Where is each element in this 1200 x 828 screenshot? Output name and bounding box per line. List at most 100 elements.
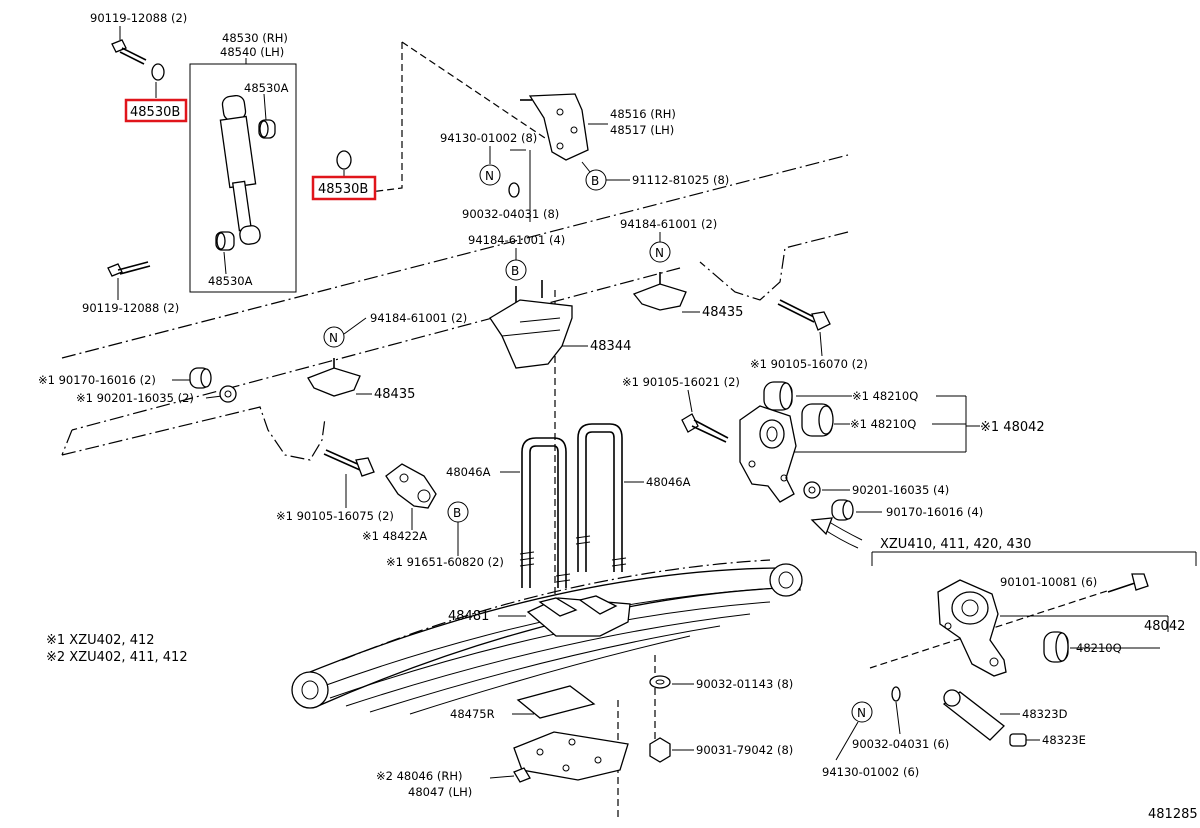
- diagram-number: 481285: [1148, 807, 1198, 822]
- highlight-label-2: 48530B: [318, 182, 368, 197]
- plate-48422a-label: ※1 48422A: [362, 529, 427, 543]
- bushing-48210q-b-icon: [1043, 631, 1069, 663]
- bushing-90170-l-label: ※1 90170-16016 (2): [38, 373, 156, 387]
- letter-n-circle: [323, 326, 345, 348]
- bushing-48210q-b-label: 48210Q: [1076, 641, 1122, 655]
- washer-90032-01143-label: 90032-01143 (8): [696, 677, 793, 691]
- bolt-90105-16070-label: ※1 90105-16070 (2): [750, 357, 868, 371]
- bolt-90105-16021-label: ※1 90105-16021 (2): [622, 375, 740, 389]
- bushing-a-bottom-icon: [215, 231, 235, 251]
- letter-b-1: B: [591, 174, 599, 188]
- washer-90201-r-label: 90201-16035 (4): [852, 483, 949, 497]
- plate-48422a-icon: [385, 463, 437, 509]
- bushing-48210q-1-label: ※1 48210Q: [852, 389, 918, 403]
- washer-90032-label: 90032-04031 (8): [462, 207, 559, 221]
- shackle-48042-icon: [739, 405, 797, 503]
- bolt-90105-16021-icon: [681, 413, 729, 443]
- highlight-48530b-2[interactable]: 48530B: [311, 175, 377, 201]
- shackle-48042-label: ※1 48042: [980, 420, 1045, 435]
- letter-n-circle: [851, 701, 873, 723]
- pad-48475r-label: 48475R: [450, 707, 495, 721]
- ubolt-l-label: 48046A: [446, 465, 491, 479]
- letter-b-circle: [505, 259, 527, 281]
- bolt-bottom-label: 90119-12088 (2): [82, 301, 179, 315]
- bolt-top-icon: [111, 39, 147, 65]
- bump-stopper-48435-r-icon: [632, 272, 687, 311]
- letter-n-2: N: [655, 246, 664, 260]
- nut-94130-b-label: 94130-01002 (6): [822, 765, 919, 779]
- shock-a-bottom-label: 48530A: [208, 274, 253, 288]
- grease-48323e-icon: [1009, 733, 1027, 747]
- note-2: ※2 XZU402, 411, 412: [46, 650, 188, 665]
- letter-n-circle: [479, 164, 501, 186]
- letter-n-circle: [649, 241, 671, 263]
- highlight-label-1: 48530B: [130, 105, 180, 120]
- nut-mid-94184-label: 94184-61001 (2): [370, 311, 467, 325]
- seat-lh-label: 48047 (LH): [408, 785, 472, 799]
- grease-48323e-label: 48323E: [1042, 733, 1086, 747]
- bushing-48210q-1-icon: [763, 381, 793, 411]
- spring-seat-icon: [513, 731, 629, 783]
- washer-icon: [508, 182, 520, 198]
- washer-icon: [803, 481, 821, 499]
- nut-91651-label: ※1 91651-60820 (2): [386, 555, 504, 569]
- bump-stopper-48435-l-icon: [307, 358, 361, 397]
- letter-n-3: N: [329, 331, 338, 345]
- ubolt-r-label: 48046A: [646, 475, 691, 489]
- washer-90032-b-label: 90032-04031 (6): [852, 737, 949, 751]
- bolt-90105-16070-icon: [777, 299, 831, 331]
- bump-stopper-48344-icon: [489, 280, 573, 369]
- nut-90031-label: 90031-79042 (8): [696, 743, 793, 757]
- shock-rh-label: 48530 (RH): [222, 31, 288, 45]
- nut-90031-icon: [649, 737, 671, 763]
- bushing-48210q-2-icon: [801, 403, 834, 437]
- pad-48481-label: 48481: [448, 609, 489, 624]
- nut-94130-label: 94130-01002 (8): [440, 131, 537, 145]
- shock-absorber-icon: [219, 94, 261, 245]
- bolt-91112-label: 91112-81025 (8): [632, 173, 729, 187]
- seat-rh-label: ※2 48046 (RH): [376, 769, 462, 783]
- shock-absorber-box: 48530 (RH) 48540 (LH) 48530A 48530A: [189, 31, 297, 293]
- bolt-90105-16075-icon: [323, 449, 375, 477]
- shock-lh-label: 48540 (LH): [220, 45, 284, 59]
- shackle-48042-b-icon: [937, 579, 1007, 677]
- bolt-top-label: 90119-12088 (2): [90, 11, 187, 25]
- bumper-48435-r-label: 48435: [702, 305, 743, 320]
- letter-b-2: B: [511, 264, 519, 278]
- bolt-bottom-icon: [107, 261, 151, 277]
- letter-n-4: N: [857, 706, 866, 720]
- ubolt-r-icon: [575, 423, 627, 572]
- washer-icon: [891, 686, 901, 702]
- bushing-90170-l-icon: [189, 367, 212, 389]
- washer-icon: [336, 150, 352, 170]
- bushing-a-top-icon: [258, 119, 276, 139]
- pad-48475r-icon: [516, 685, 596, 719]
- washer-icon: [151, 63, 165, 81]
- bushing-90170-r-label: 90170-16016 (4): [886, 505, 983, 519]
- bracket-lh-label: 48517 (LH): [610, 123, 674, 137]
- shock-a-top-label: 48530A: [244, 81, 289, 95]
- highlight-48530b-1[interactable]: 48530B: [124, 98, 188, 123]
- bumper-48435-l-label: 48435: [374, 387, 415, 402]
- letter-b-3: B: [453, 506, 461, 520]
- nut-n-94184-label: 94184-61001 (2): [620, 217, 717, 231]
- bushing-48210q-2-label: ※1 48210Q: [850, 417, 916, 431]
- models-header: XZU410, 411, 420, 430: [880, 537, 1031, 552]
- shackle-48042-b-label: 48042: [1144, 619, 1185, 634]
- washer-icon: [219, 385, 237, 403]
- nut-b-94184-label: 94184-61001 (4): [468, 233, 565, 247]
- ubolt-l-icon: [519, 437, 571, 588]
- note-1: ※1 XZU402, 412: [46, 633, 155, 648]
- pin-48323d-label: 48323D: [1022, 707, 1068, 721]
- bumper-48344-label: 48344: [590, 339, 631, 354]
- shock-bracket-icon: [520, 93, 589, 161]
- direction-arrow: [810, 517, 863, 549]
- letter-n-1: N: [485, 169, 494, 183]
- washer-90201-l-label: ※1 90201-16035 (2): [76, 391, 194, 405]
- washer-90032-01143-icon: [649, 675, 671, 689]
- bolt-90101-label: 90101-10081 (6): [1000, 575, 1097, 589]
- bolt-90101-icon: [1107, 573, 1149, 593]
- bushing-90170-r-icon: [831, 499, 854, 521]
